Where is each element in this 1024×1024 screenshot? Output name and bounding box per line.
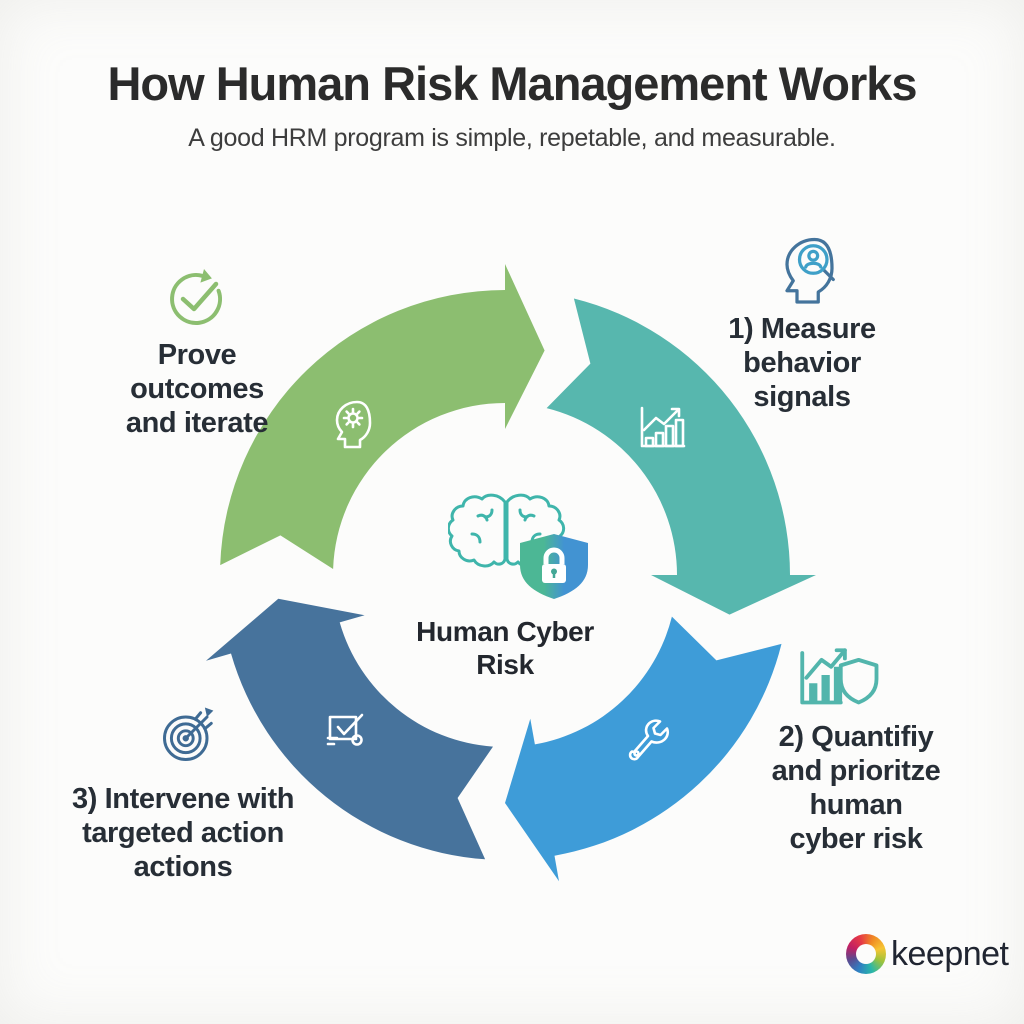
brand-logo: keepnet xyxy=(846,934,1009,974)
shield-lock-icon xyxy=(520,534,588,599)
magnifier-person xyxy=(797,244,829,275)
chart-shield-icon xyxy=(800,648,879,705)
head-idea-icon xyxy=(335,400,372,449)
page-title: How Human Risk Management Works xyxy=(107,57,917,110)
stage-3-line: actions xyxy=(133,851,233,883)
stage-3-label: 3) Intervene with targeted action action… xyxy=(38,782,328,884)
center-label: Human Cyber Risk xyxy=(398,615,612,681)
target-dart xyxy=(182,707,214,742)
check-cycle-arrowhead xyxy=(200,269,212,283)
stage-2-line: human xyxy=(809,789,903,821)
stage-2-line: cyber risk xyxy=(789,823,923,855)
checklist-icon xyxy=(326,713,364,746)
stage-2-line: and prioritze xyxy=(771,755,941,787)
stage-2-line: 2) Quantifiy xyxy=(778,721,934,753)
stage-3-line: targeted action xyxy=(82,817,284,849)
brand-name: keepnet xyxy=(891,934,1009,973)
target-strokes xyxy=(163,711,213,761)
cycle-ring-diagram xyxy=(206,264,816,882)
brain-icon xyxy=(448,493,566,568)
wrench-icon xyxy=(628,719,670,761)
bar-chart-growth-icon xyxy=(640,406,686,448)
stage-4-label: Prove outcomes and iterate xyxy=(87,338,307,440)
target-arrow-icon xyxy=(163,707,214,761)
stage-4-line: outcomes xyxy=(130,373,264,405)
head-magnifier-icon xyxy=(785,237,835,304)
keepnet-pinwheel-icon xyxy=(846,934,886,974)
arc-measure xyxy=(546,298,816,615)
brain-shield-lock-icon xyxy=(448,493,588,599)
arc-prove xyxy=(220,264,545,569)
stage-1-line: signals xyxy=(753,381,851,413)
stage-4-line: and iterate xyxy=(125,407,269,439)
check-cycle-icon xyxy=(170,269,223,325)
arc-quantify xyxy=(505,616,782,882)
stage-1-line: behavior xyxy=(743,347,861,379)
chart-shield-strokes xyxy=(800,648,879,705)
head-outline xyxy=(785,237,835,304)
stage-1-line: 1) Measure xyxy=(728,313,876,345)
stage-3-line: 3) Intervene with xyxy=(71,783,295,815)
stage-2-label: 2) Quantifiy and prioritze human cyber r… xyxy=(726,720,986,856)
center-label-line: Risk xyxy=(476,649,534,680)
page-subtitle: A good HRM program is simple, repetable,… xyxy=(188,124,836,152)
check-cycle-strokes xyxy=(170,273,223,325)
stage-1-label: 1) Measure behavior signals xyxy=(672,312,932,414)
chart-bars xyxy=(809,666,843,703)
stage-4-line: Prove xyxy=(157,339,237,371)
center-label-line: Human Cyber xyxy=(416,616,594,647)
